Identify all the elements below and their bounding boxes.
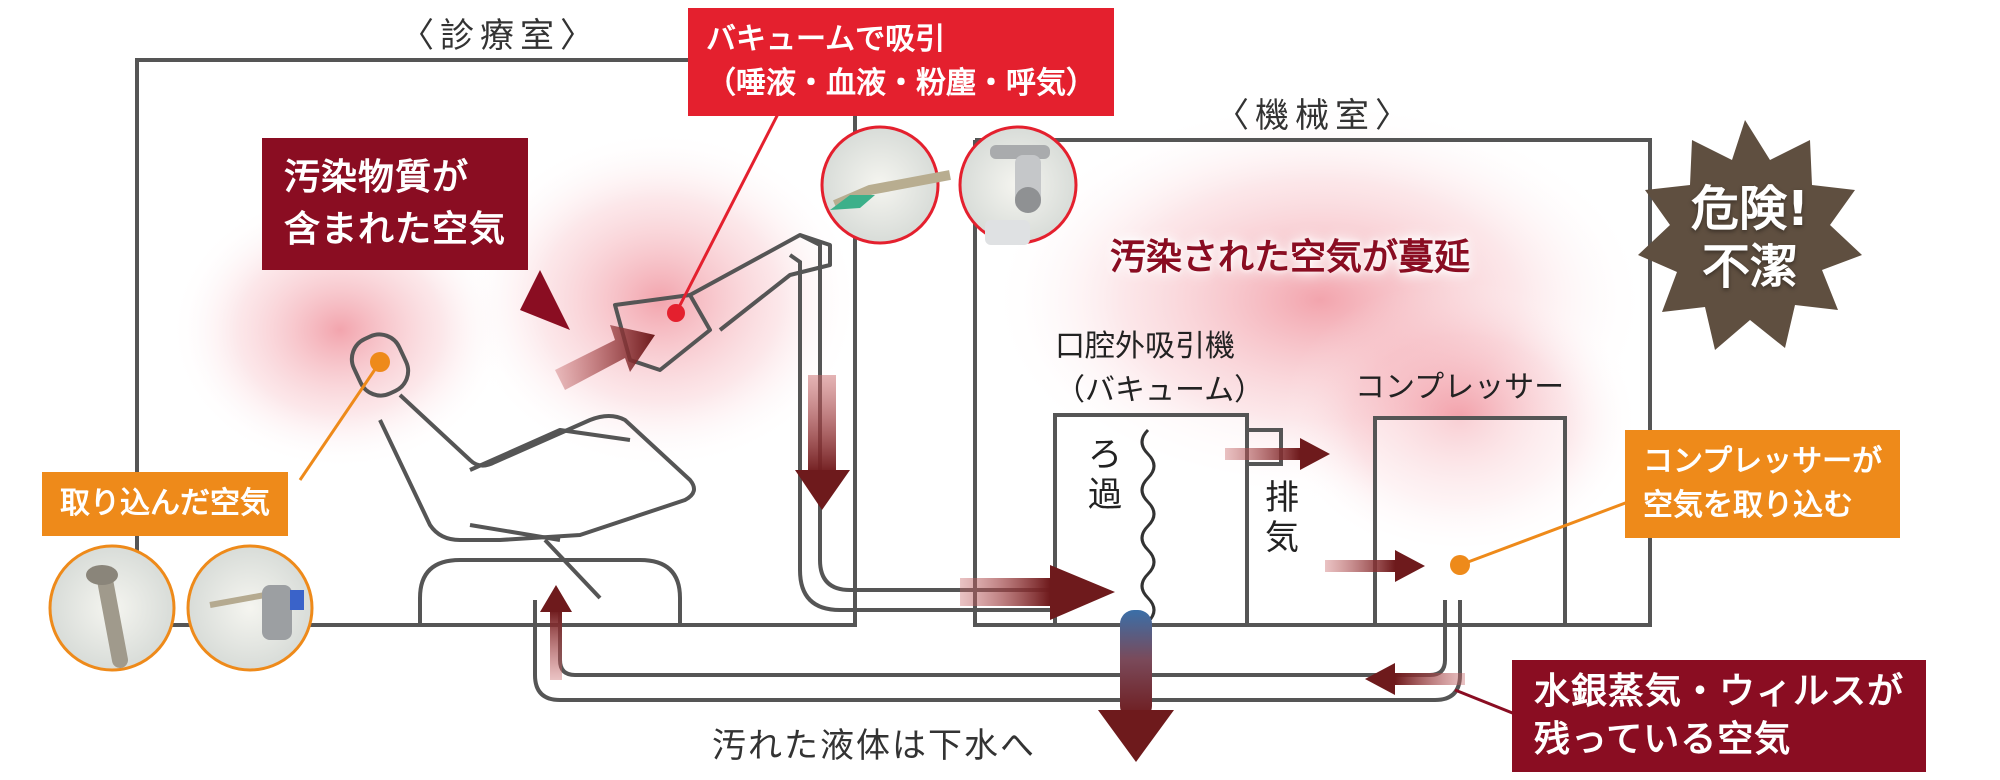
filter-wave <box>1140 428 1156 624</box>
arrow-up-head <box>540 585 572 612</box>
arrow-exhaust-shaft <box>1225 448 1300 460</box>
arrow-down-hose-head <box>795 470 850 510</box>
air-line-outer <box>533 600 1462 702</box>
residual-air-line2: 残っている空気 <box>1534 719 1792 760</box>
suction-tip-icon <box>820 125 951 245</box>
arrow-return-shaft <box>1395 673 1465 685</box>
faucet-icon <box>958 125 1078 245</box>
arrow-compressor-in-shaft <box>1325 560 1395 572</box>
vacuum-suction-callout: バキュームで吸引 （唾液・血液・粉塵・呼気） <box>688 8 1114 116</box>
arrow-compressor-in-head <box>1395 550 1425 582</box>
intake-air-callout: 取り込んだ空気 <box>42 472 288 536</box>
compressor-box <box>1373 416 1567 627</box>
vacuum-suction-line1: バキュームで吸引 <box>706 22 946 57</box>
filter-label: ろ過 <box>1088 435 1122 515</box>
residual-air-callout: 水銀蒸気・ウィルスが 残っている空気 <box>1512 660 1927 772</box>
arrow-into-vacuum-head <box>1050 565 1115 620</box>
drain-arrow-head <box>1098 710 1174 762</box>
arrow-return-head <box>1365 663 1395 695</box>
arrow-down-hose-shaft <box>808 375 836 475</box>
oral-suction-line1: 口腔外吸引機 <box>1055 329 1235 364</box>
vacuum-suction-line2: （唾液・血液・粉塵・呼気） <box>706 66 1096 101</box>
contaminated-air-line2: 含まれた空気 <box>284 209 507 250</box>
chair-intake-dot <box>370 352 390 372</box>
compressor-label: コンプレッサー <box>1355 370 1565 405</box>
intake-callout-pointer <box>298 361 382 481</box>
contaminated-air-callout: 汚染物質が 含まれた空気 <box>262 138 529 270</box>
spreading-air-label: 汚染された空気が蔓延 <box>1110 237 1471 278</box>
compressor-intake-callout: コンプレッサーが 空気を取り込む <box>1625 430 1901 538</box>
dental-chair-icon <box>349 332 696 625</box>
suction-point-dot <box>667 304 685 322</box>
arrow-exhaust-head <box>1300 438 1330 470</box>
arrow-into-suction <box>555 325 655 390</box>
machine-room-title: 〈機械室〉 <box>1215 96 1415 136</box>
compressor-intake-dot <box>1450 555 1470 575</box>
handpiece-icon <box>48 544 176 672</box>
exhaust-port <box>1245 428 1283 466</box>
danger-label: 危険! 不潔 <box>1665 180 1835 296</box>
contaminated-air-line1: 汚染物質が <box>284 157 470 198</box>
arrow-into-vacuum-shaft <box>960 578 1050 606</box>
danger-burst-icon <box>1638 120 1862 350</box>
oral-suction-line2: （バキューム） <box>1055 373 1265 408</box>
arrow-up-shaft <box>550 610 562 680</box>
drain-label: 汚れた液体は下水へ <box>712 726 1036 766</box>
vacuum-callout-pointer <box>674 109 782 314</box>
residual-air-line1: 水銀蒸気・ウィルスが <box>1534 671 1905 712</box>
air-water-syringe-icon <box>186 544 314 672</box>
suction-hose-inner <box>788 253 1060 612</box>
machine-room-outline <box>973 138 1652 627</box>
suction-hose-outer <box>799 233 1070 592</box>
compressor-intake-line2: 空気を取り込む <box>1643 488 1853 523</box>
drain-arrow-shaft <box>1120 610 1152 720</box>
contaminated-callout-tail <box>520 270 570 330</box>
exhaust-label: 排気 <box>1265 478 1299 558</box>
compressor-intake-line1: コンプレッサーが <box>1643 444 1883 479</box>
danger-line2: 不潔 <box>1701 239 1798 295</box>
clinic-room-title: 〈診療室〉 <box>400 16 600 56</box>
danger-line1: 危険! <box>1691 181 1809 237</box>
oral-suction-label: 口腔外吸引機 （バキューム） <box>1055 325 1264 413</box>
